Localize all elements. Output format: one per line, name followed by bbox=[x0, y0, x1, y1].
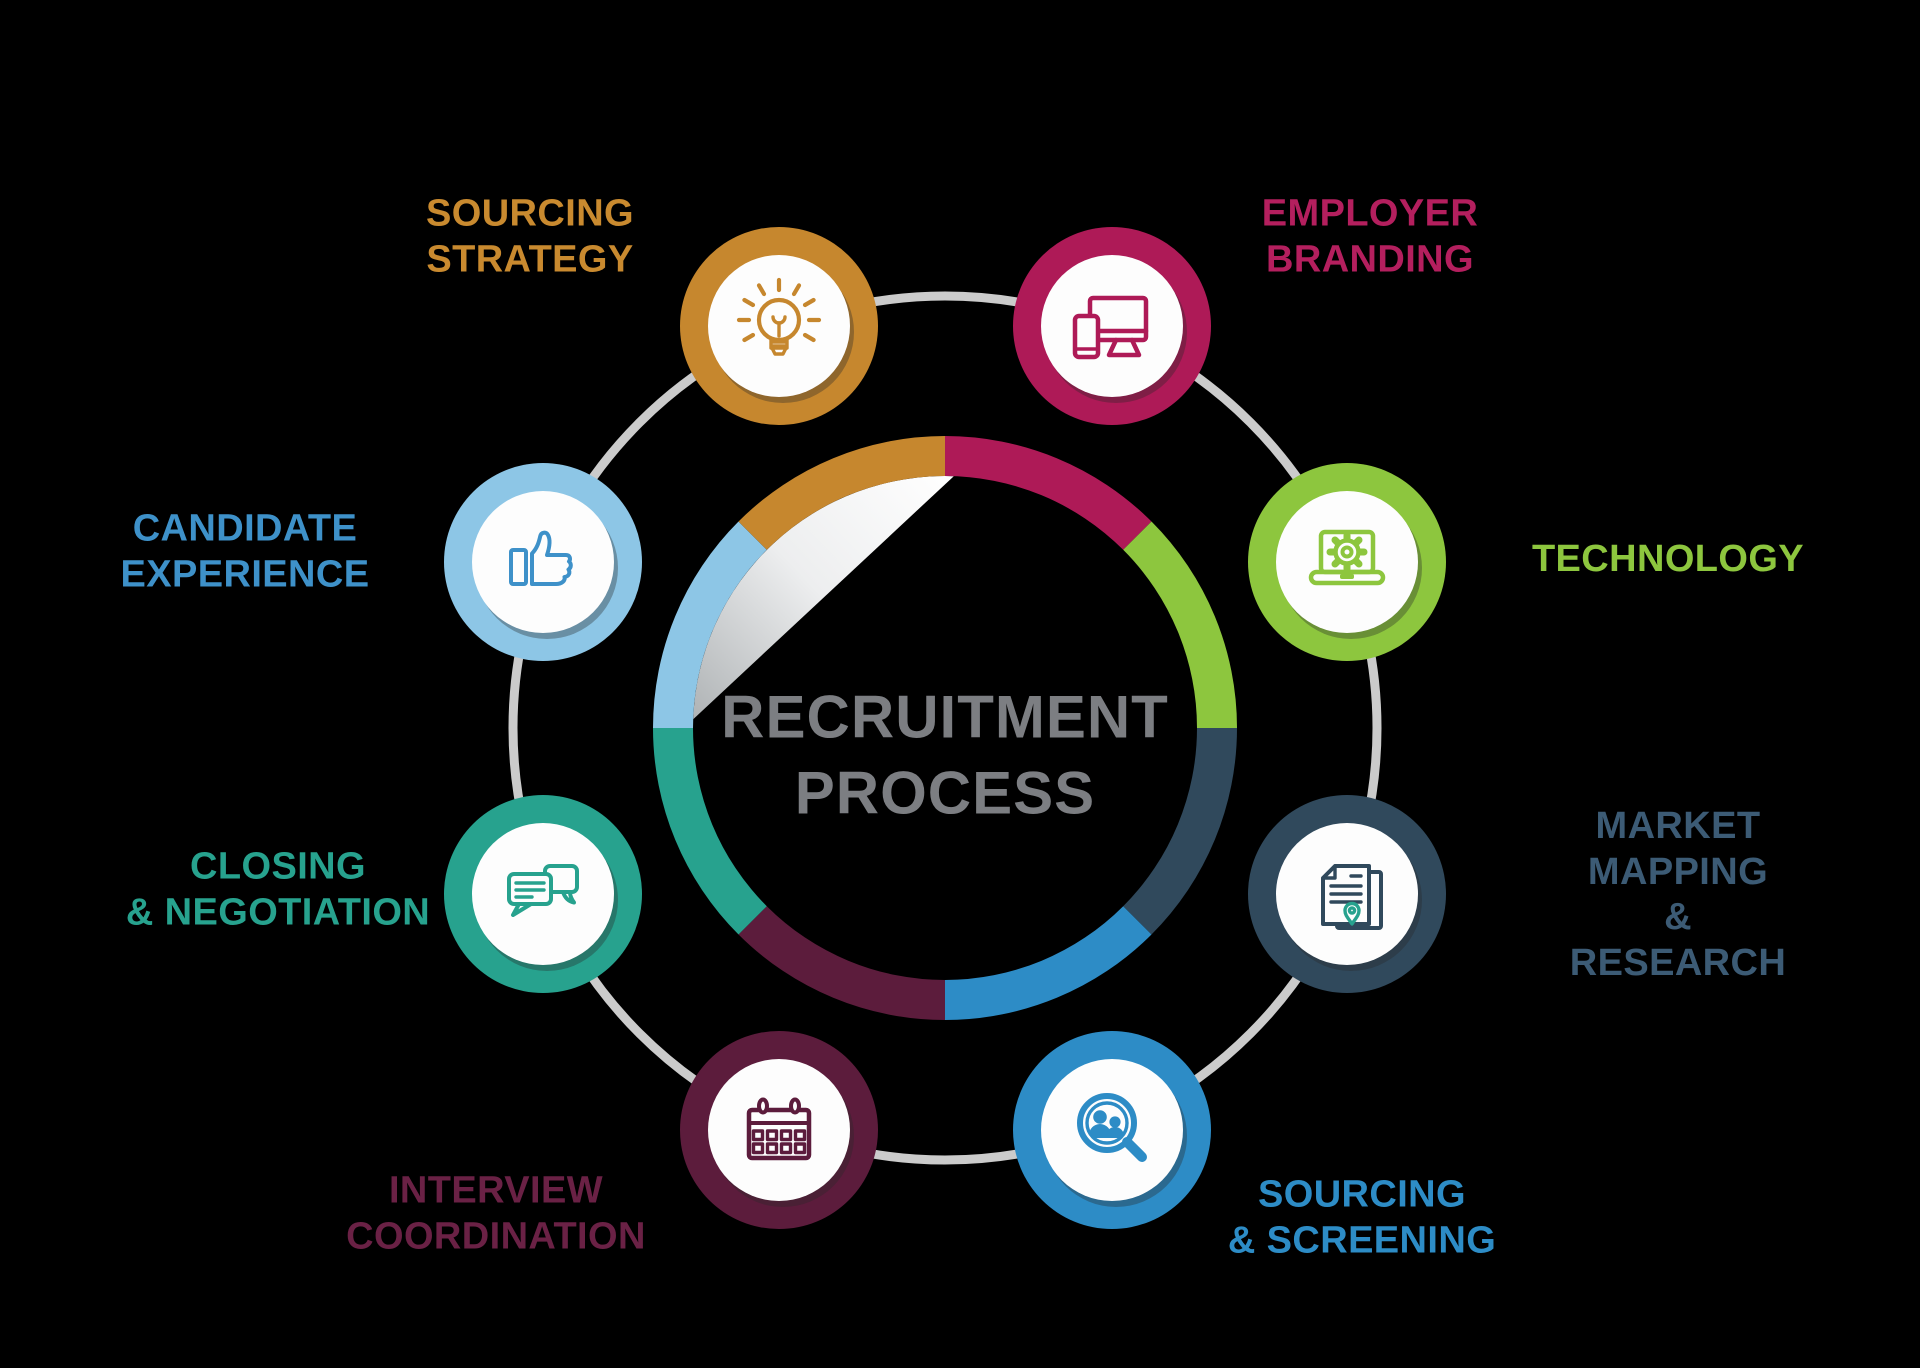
node-sourcing-strategy bbox=[680, 227, 878, 425]
documents-location-icon bbox=[1321, 864, 1383, 930]
page-curl-highlight bbox=[693, 476, 954, 720]
ring-segment-closing-negotiation bbox=[653, 728, 767, 935]
ring-segment-interview-coordination bbox=[738, 906, 945, 1020]
ring-segment-sourcing-strategy bbox=[738, 436, 945, 550]
node-candidate-experience bbox=[444, 463, 642, 661]
ring-segment-market-mapping bbox=[1123, 728, 1237, 935]
node-face bbox=[1041, 255, 1183, 397]
label-technology: TECHNOLOGY bbox=[1531, 538, 1805, 581]
label-candidate-experience: CANDIDATE EXPERIENCE bbox=[120, 507, 370, 595]
chat-bubbles-icon bbox=[507, 864, 579, 917]
connector-circle bbox=[508, 291, 1382, 1165]
ring-segment-candidate-experience bbox=[653, 521, 767, 728]
lightbulb-icon bbox=[736, 277, 822, 356]
node-interview-coordination bbox=[680, 1031, 878, 1229]
ring-segment-employer-branding bbox=[945, 436, 1152, 550]
laptop-gear-icon bbox=[1308, 529, 1386, 586]
label-sourcing-strategy: SOURCING STRATEGY bbox=[426, 192, 634, 280]
label-sourcing-screening: SOURCING & SCREENING bbox=[1227, 1173, 1497, 1261]
node-face bbox=[708, 1059, 850, 1201]
node-closing-negotiation bbox=[444, 795, 642, 993]
ring-segment-technology bbox=[1123, 521, 1237, 728]
magnifier-people-icon bbox=[1077, 1093, 1147, 1162]
label-market-mapping-research: MARKET MAPPING & RESEARCH bbox=[1569, 804, 1787, 984]
location-pin-icon bbox=[1343, 901, 1361, 926]
label-employer-branding: EMPLOYER BRANDING bbox=[1261, 192, 1479, 280]
node-market-mapping-research bbox=[1248, 795, 1446, 993]
node-face bbox=[472, 491, 614, 633]
node-technology bbox=[1248, 463, 1446, 661]
diagram-title: RECRUITMENT PROCESS bbox=[721, 683, 1169, 826]
ring-segment-sourcing-screening bbox=[945, 906, 1152, 1020]
people-silhouettes bbox=[1089, 1110, 1124, 1138]
calendar-grid bbox=[751, 1129, 807, 1155]
node-sourcing-screening bbox=[1013, 1031, 1211, 1229]
calendar-icon bbox=[746, 1097, 812, 1161]
label-closing-negotiation: CLOSING & NEGOTIATION bbox=[125, 845, 431, 933]
label-interview-coordination: INTERVIEW COORDINATION bbox=[346, 1169, 646, 1257]
thumbs-up-icon bbox=[509, 530, 573, 586]
node-employer-branding bbox=[1013, 227, 1211, 425]
process-ring bbox=[653, 436, 1237, 1020]
desktop-phone-icon bbox=[1072, 295, 1149, 360]
